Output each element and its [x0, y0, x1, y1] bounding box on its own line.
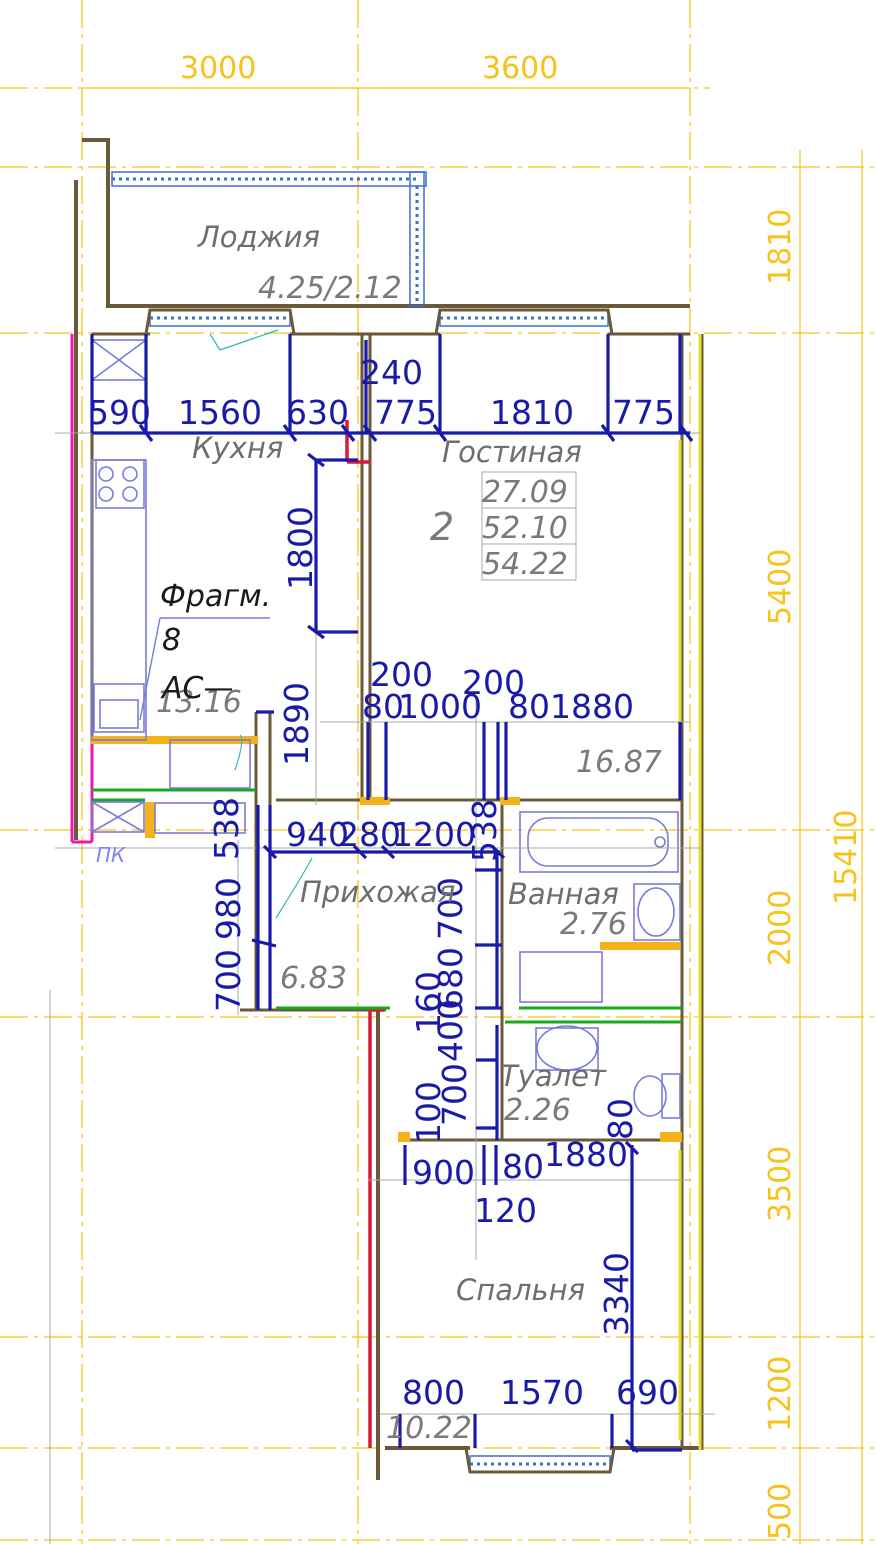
dim-80-left: 80 — [362, 687, 404, 726]
dim-700-lower: 700 — [435, 1063, 474, 1126]
fragment-note: Фрагм. 8 АС— — [139, 579, 271, 721]
dim-690: 690 — [616, 1373, 679, 1412]
walls — [74, 138, 704, 1480]
dim-980: 980 — [209, 877, 248, 940]
room-name-living: Гостиная — [442, 435, 582, 469]
apartment-summary: 2 27.09 52.10 54.22 — [430, 475, 568, 582]
room-name-bedroom: Спальня — [456, 1273, 585, 1307]
dim-775-right: 775 — [612, 393, 675, 432]
dim-1560: 1560 — [178, 393, 262, 432]
room-area-loggia: 4.25/2.12 — [258, 271, 402, 306]
room-name-bath: Ванная — [508, 877, 619, 911]
total-area: 52.10 — [482, 511, 568, 546]
fixtures — [91, 339, 681, 1119]
axis-dim-total: 15410 — [829, 810, 864, 905]
dim-800: 800 — [402, 1373, 465, 1412]
dim-590: 590 — [88, 393, 151, 432]
dim-240: 240 — [360, 353, 423, 392]
dim-1200: 1200 — [392, 815, 476, 854]
axis-dim-right-6: 500 — [763, 1483, 798, 1540]
dim-200-right: 200 — [462, 663, 525, 702]
dim-940: 940 — [286, 815, 349, 854]
room-area-bath: 2.76 — [560, 907, 627, 942]
dim-100: 100 — [409, 1081, 448, 1144]
dim-1880-top: 1880 — [550, 687, 634, 726]
dimension-lines — [90, 334, 694, 1454]
axis-dim-right-3: 2000 — [763, 890, 798, 966]
dim-1800: 1800 — [281, 506, 320, 590]
room-area-hall: 6.83 — [280, 961, 347, 996]
dim-400: 400 — [431, 999, 470, 1062]
axis-dimension-labels: 3000 3600 1810 5400 2000 3500 1200 500 1… — [180, 51, 864, 1540]
dimension-texts: 590 1560 630 240 775 1810 775 1800 1890 … — [88, 353, 679, 1412]
fragment-section: АС— — [160, 671, 233, 706]
dim-538-right: 538 — [465, 799, 504, 862]
dim-160: 160 — [409, 971, 448, 1034]
dim-700-left: 700 — [209, 949, 248, 1012]
dim-1810: 1810 — [490, 393, 574, 432]
axis-dim-right-4: 3500 — [763, 1146, 798, 1222]
fragment-title: Фрагм. — [160, 579, 271, 614]
room-name-kitchen: Кухня — [192, 431, 283, 465]
dim-3340: 3340 — [597, 1252, 636, 1336]
room-name-hall: Прихожая — [300, 875, 455, 909]
dim-680: 680 — [431, 947, 470, 1010]
dim-775-left: 775 — [374, 393, 437, 432]
dim-900: 900 — [412, 1153, 475, 1192]
room-area-toilet: 2.26 — [504, 1093, 571, 1128]
living-area: 27.09 — [482, 475, 568, 510]
dim-80-bottom: 80 — [502, 1147, 544, 1186]
room-area-kitchen: 13.16 — [156, 685, 242, 720]
fragment-number: 8 — [162, 623, 181, 658]
room-area-bedroom: 10.22 — [386, 1411, 472, 1446]
pk-label: ПК — [96, 843, 126, 867]
dim-120: 120 — [474, 1191, 537, 1230]
dim-630: 630 — [286, 393, 349, 432]
total-area-with-loggia: 54.22 — [482, 547, 568, 582]
rooms-count: 2 — [430, 505, 454, 549]
dim-1570: 1570 — [500, 1373, 584, 1412]
room-labels: Лоджия 4.25/2.12 Кухня 13.16 Гостиная 16… — [156, 220, 662, 1446]
room-name-toilet: Туалет — [500, 1059, 607, 1093]
dim-1890: 1890 — [277, 682, 316, 766]
windows — [111, 171, 616, 1474]
dim-700-mid: 700 — [431, 877, 470, 940]
dim-80-right: 80 — [508, 687, 550, 726]
dim-538-left: 538 — [207, 797, 246, 860]
axis-dim-right-2: 5400 — [763, 549, 798, 625]
axis-dim-right-5: 1200 — [763, 1356, 798, 1432]
dim-200-left: 200 — [370, 655, 433, 694]
axis-dim-top-2: 3600 — [482, 51, 558, 86]
dim-1000: 1000 — [398, 687, 482, 726]
dim-280: 280 — [338, 815, 401, 854]
axis-dim-right-1: 1810 — [763, 209, 798, 285]
room-area-living: 16.87 — [576, 745, 662, 780]
dim-1880-bottom: 1880 — [544, 1135, 628, 1174]
room-name-loggia: Лоджия — [197, 220, 320, 254]
axis-dim-top-1: 3000 — [180, 51, 256, 86]
dim-80-vertical: 80 — [601, 1098, 640, 1140]
